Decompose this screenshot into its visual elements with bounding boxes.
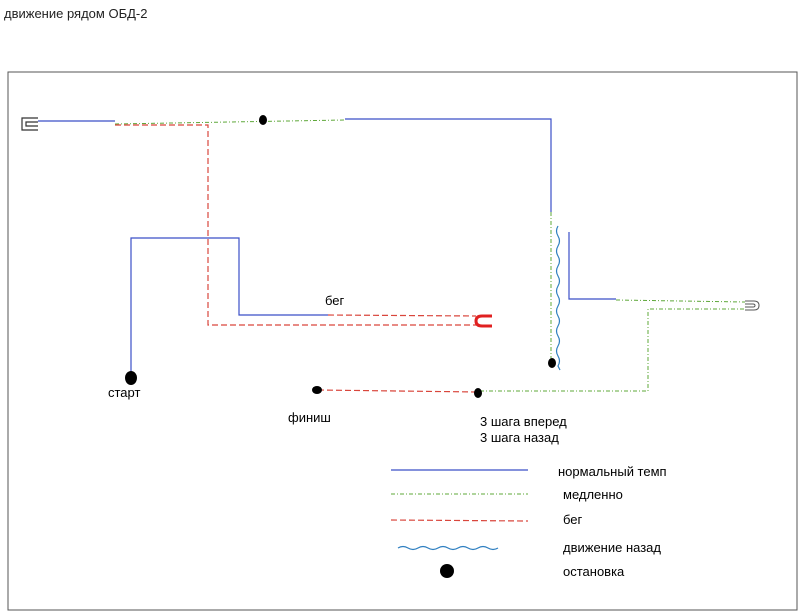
normal-path-right-vertical [568,232,616,300]
slow-path-right-top [615,299,746,303]
stop-start [125,371,137,385]
run-path-finish [317,389,478,393]
normal-path-top-right [345,118,552,212]
run-paths [115,124,478,393]
slow-path-top [114,119,346,125]
u-turn-right-icon [745,300,760,311]
stop-steps [474,388,482,398]
label-steps-back: 3 шага назад [480,430,559,445]
normal-pace-paths [38,118,616,372]
legend-backward-label: движение назад [563,540,661,555]
run-path-mid [327,314,477,317]
normal-path-start [130,237,328,372]
legend-stop-label: остановка [563,564,625,579]
stop-finish [312,386,322,394]
left-start-bracket-icon [21,117,38,131]
slow-paths [114,119,746,392]
label-run: бег [325,293,345,308]
label-finish: финиш [288,410,331,425]
label-start: старт [108,385,140,400]
legend-run-line [390,519,529,522]
stop-right [548,358,556,368]
backward-path [555,225,561,371]
stop-top [259,115,267,125]
legend-run-label: бег [563,512,583,527]
slow-path-bottom [480,308,745,392]
legend-backward-line [397,545,499,551]
label-steps-forward: 3 шага вперед [480,414,567,429]
legend-stop-dot [440,564,454,578]
diagram-frame [7,71,798,611]
legend: нормальный темп медленно бег движение на… [390,464,667,579]
page-title: движение рядом ОБД-2 [4,6,148,21]
stop-markers [125,115,556,398]
legend-slow-label: медленно [563,487,623,502]
u-turn-red-icon [474,314,492,328]
legend-normal-label: нормальный темп [558,464,667,479]
run-path-top-to-turn [115,124,476,326]
